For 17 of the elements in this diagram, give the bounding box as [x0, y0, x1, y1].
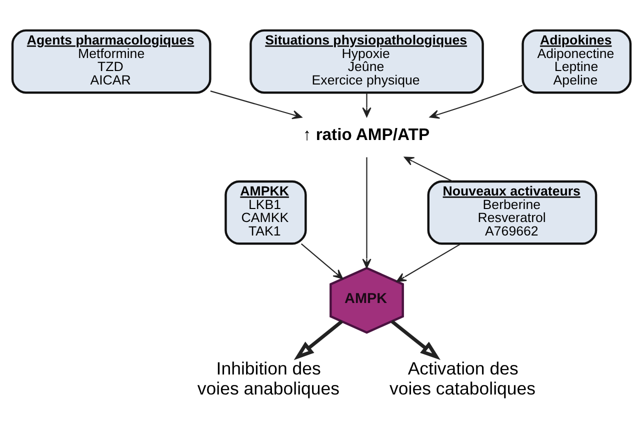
- arrow: [362, 157, 372, 268]
- arrow: [362, 92, 372, 118]
- node-box: Adipokines Adiponectine Leptine Apeline: [522, 29, 632, 94]
- node-box: AMPKK LKB1 CAMKK TAK1: [224, 180, 307, 245]
- node-text: Activation des voies cataboliques: [390, 358, 536, 398]
- arrow: [294, 320, 343, 360]
- arrow: [210, 90, 302, 120]
- node-text: ↑ ratio AMP/ATP: [302, 124, 430, 144]
- node-text: Inhibition des voies anaboliques: [197, 358, 340, 398]
- node-box: Situations physiopathologiques Hypoxie Jeûne Exercice physique: [250, 29, 484, 94]
- arrow: [300, 243, 344, 280]
- node-box: Nouveaux activateurs Berberine Resveratrol A769662: [427, 180, 598, 245]
- arrow: [429, 84, 523, 119]
- arrow: [404, 156, 453, 182]
- node-box: Agents pharmacologiques Metformine TZD AICAR: [11, 29, 212, 94]
- arrow: [396, 243, 462, 282]
- arrow: [390, 320, 440, 360]
